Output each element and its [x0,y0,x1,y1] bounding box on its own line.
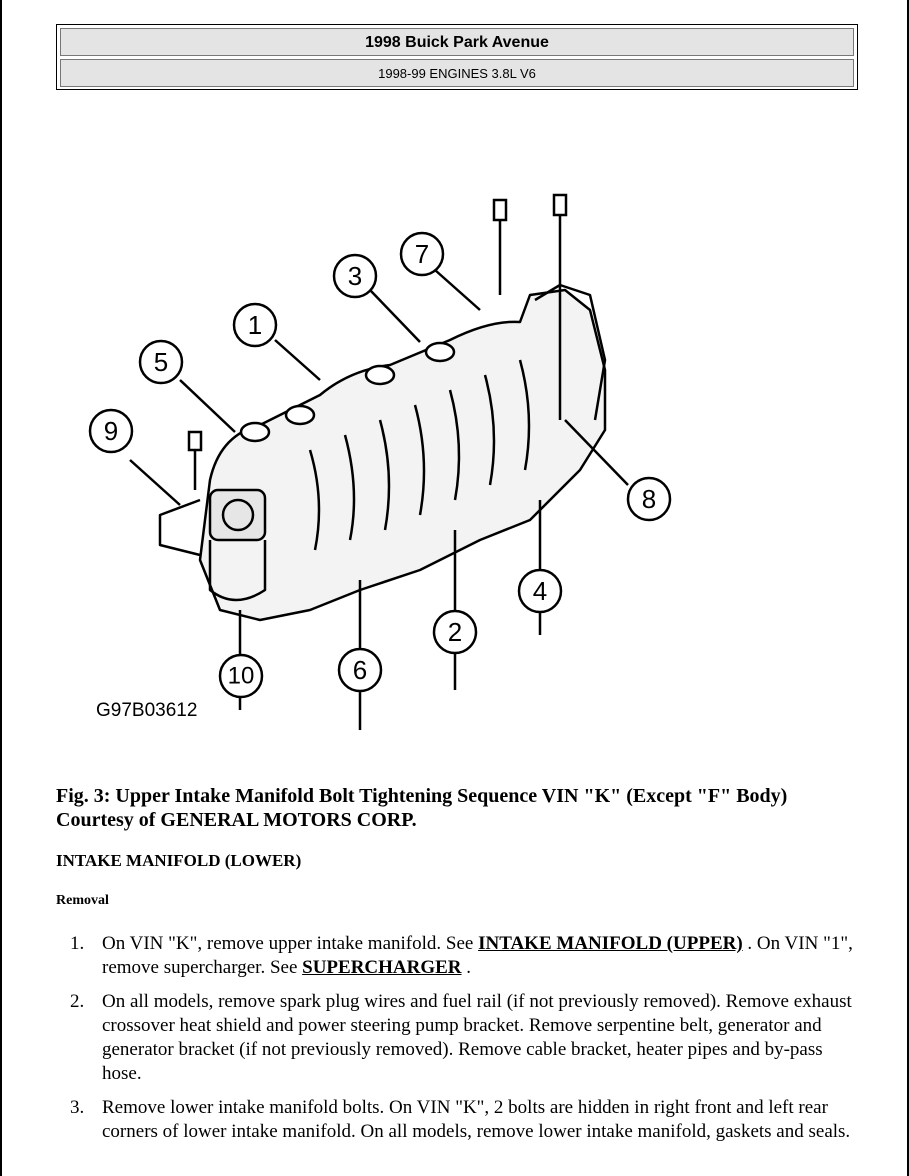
step-number: 3. [70,1097,85,1118]
page-header: 1998 Buick Park Avenue 1998-99 ENGINES 3… [56,24,858,90]
callout-10: 10 [228,663,255,690]
callout-1: 1 [248,310,262,340]
callout-5: 5 [154,347,168,377]
bolts [187,193,568,490]
step-3: 3. Remove lower intake manifold bolts. O… [56,1096,856,1144]
step-number: 1. [70,933,85,954]
step-1: 1. On VIN "K", remove upper intake manif… [56,932,856,980]
step-text: On VIN "K", remove upper intake manifold… [102,933,479,954]
subsection-title: Removal [56,893,109,908]
step-number: 2. [70,991,85,1012]
callout-circles [88,231,672,699]
callout-9: 9 [104,416,118,446]
callout-leaders [129,269,629,730]
supercharger-link[interactable]: SUPERCHARGER [302,957,462,978]
figure-caption: Fig. 3: Upper Intake Manifold Bolt Tight… [56,784,876,832]
callout-7: 7 [415,239,429,269]
step-2: 2. On all models, remove spark plug wire… [56,990,856,1086]
step-text: . On VIN "1", remove supercharger. See [102,933,853,978]
step-text: . [461,957,472,978]
section-title: INTAKE MANIFOLD (LOWER) [56,851,302,870]
header-title: 1998 Buick Park Avenue [60,28,854,56]
step-text: On all models, remove spark plug wires a… [102,991,852,1084]
header-subtitle: 1998-99 ENGINES 3.8L V6 [60,59,854,87]
caption-title: Fig. 3: Upper Intake Manifold Bolt Tight… [56,785,788,807]
step-text: Remove lower intake manifold bolts. On V… [102,1097,851,1142]
callout-3: 3 [348,261,362,291]
callout-6: 6 [353,655,367,685]
removal-steps: 1. On VIN "K", remove upper intake manif… [56,932,856,1154]
page-border-right [907,0,909,1176]
callout-2: 2 [448,617,462,647]
intake-manifold-upper-link[interactable]: INTAKE MANIFOLD (UPPER) [478,933,743,954]
intake-manifold-figure: 1 2 3 4 5 6 7 8 9 10 G97B03612 [88,193,672,730]
caption-credit: Courtesy of GENERAL MOTORS CORP. [56,809,417,831]
page-border-left [0,0,2,1176]
callout-4: 4 [533,576,547,606]
figure-code: G97B03612 [96,700,197,721]
callout-8: 8 [642,484,656,514]
